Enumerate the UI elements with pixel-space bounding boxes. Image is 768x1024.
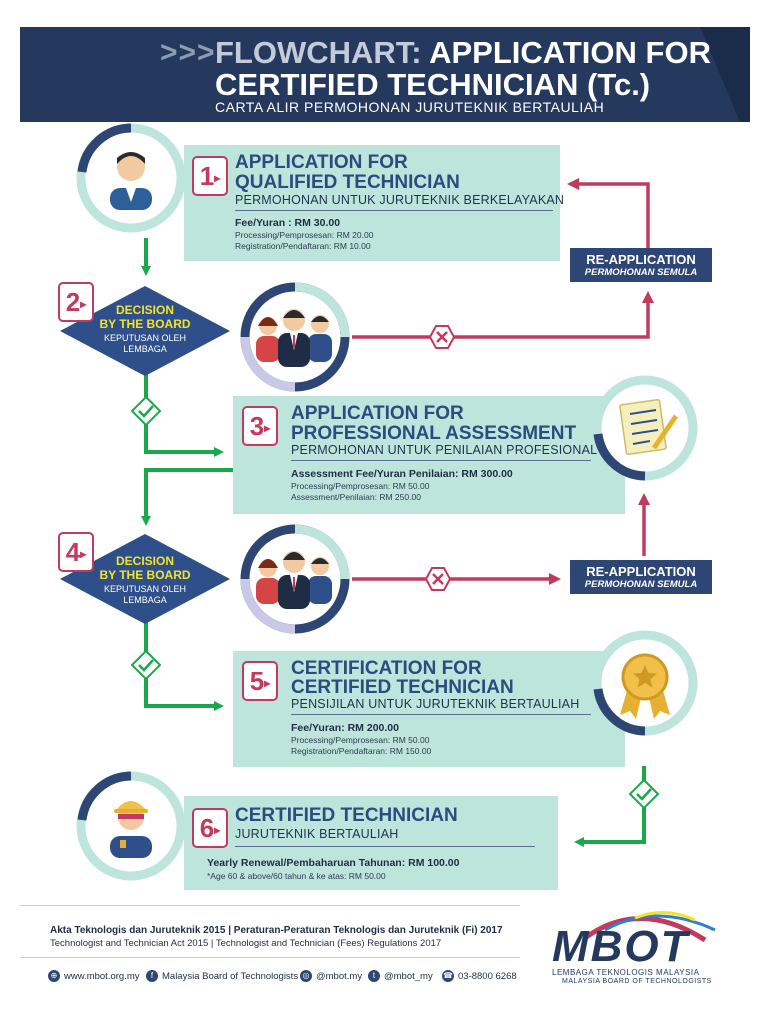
- step-5-card: [233, 651, 625, 767]
- divider: [235, 210, 553, 211]
- footer-phone[interactable]: ☎ 03-8800 6268: [442, 970, 517, 982]
- footer-facebook[interactable]: f Malaysia Board of Technologists: [146, 970, 298, 982]
- phone-icon: ☎: [442, 970, 454, 982]
- decision-2-title-line2: BY THE BOARD: [99, 317, 191, 331]
- header-corner: [700, 27, 750, 122]
- decision-4-number: 4▸: [58, 532, 94, 572]
- facebook-icon: f: [146, 970, 158, 982]
- reject-x-icon: [428, 325, 456, 349]
- reapplication-sub: PERMOHONAN SEMULA: [584, 267, 698, 278]
- mbot-logo-sub1: LEMBAGA TEKNOLOGIS MALAYSIA: [552, 968, 700, 977]
- decision-2-title-line1: DECISION: [115, 303, 174, 317]
- step-3-title-line2: PROFESSIONAL ASSESSMENT: [291, 423, 577, 444]
- decision-2-diamond: [60, 286, 230, 376]
- decision-4-title-line2: BY THE BOARD: [99, 568, 191, 582]
- step-6-number: 6▸: [192, 808, 228, 848]
- decision-4-title-line1: DECISION: [115, 554, 174, 568]
- reapplication-sub: PERMOHONAN SEMULA: [584, 579, 698, 590]
- twitter-icon: t: [368, 970, 380, 982]
- step-6-card: [184, 796, 558, 890]
- arrow-5-to-6: [574, 766, 646, 847]
- facebook-text: Malaysia Board of Technologists: [162, 970, 299, 982]
- header-chevrons: >>>: [160, 36, 216, 69]
- award-medal-icon: [592, 630, 698, 736]
- decision-4-sub-line2: LEMBAGA: [123, 595, 167, 605]
- decision-4-diamond: [60, 534, 230, 624]
- technician-avatar: [76, 771, 184, 881]
- step-6-fee: Yearly Renewal/Pembaharuan Tahunan: RM 1…: [207, 857, 460, 869]
- step-1-card: [184, 145, 560, 261]
- instagram-icon: ◎: [300, 970, 312, 982]
- divider: [291, 714, 591, 715]
- step-3-number: 3▸: [242, 406, 278, 446]
- reapplication-label: RE-APPLICATION: [586, 252, 696, 267]
- footer-twitter[interactable]: t @mbot_my: [368, 970, 433, 982]
- step-1-detail-2: Registration/Pendaftaran: RM 10.00: [235, 241, 371, 251]
- header-title-line2: CERTIFIED TECHNICIAN (Tc.): [215, 67, 651, 102]
- mbot-logo-sub2: MALAYSIA BOARD OF TECHNOLOGISTS: [562, 978, 712, 985]
- arrow-reject-2: [352, 291, 654, 339]
- step-5-number: 5▸: [242, 661, 278, 701]
- reject-x-icon: [424, 567, 452, 591]
- website-text: www.mbot.org.my: [64, 970, 140, 982]
- arrow-3-to-4: [141, 468, 233, 526]
- decision-2-sub-line1: KEPUTUSAN OLEH: [103, 333, 187, 343]
- header-title-line1: FLOWCHART: APPLICATION FOR: [215, 36, 711, 70]
- divider: [291, 460, 591, 461]
- step-5-fee: Fee/Yuran: RM 200.00: [291, 722, 399, 734]
- step-3-card: [233, 396, 625, 514]
- step-1-fee: Fee/Yuran : RM 30.00: [235, 217, 341, 229]
- step-6-detail-1: *Age 60 & above/60 tahun & ke atas: RM 5…: [207, 871, 386, 881]
- check-icon: [130, 395, 162, 427]
- mbot-logo-swoosh: [583, 911, 716, 943]
- decision-4-sub-line1: KEPUTUSAN OLEH: [103, 584, 187, 594]
- footer-act-line: Akta Teknologis dan Juruteknik 2015 | Pe…: [50, 925, 503, 936]
- board-members-icon: [240, 282, 350, 392]
- step-3-detail-1: Processing/Pemprosesan: RM 50.00: [291, 481, 430, 491]
- decision-2-number: 2▸: [58, 282, 94, 322]
- globe-icon: ⊕: [48, 970, 60, 982]
- check-icon: [628, 778, 660, 810]
- header-title-prefix: FLOWCHART:: [215, 35, 422, 70]
- step-3-title-line1: APPLICATION FOR: [291, 403, 464, 424]
- step-5-detail-1: Processing/Pemprosesan: RM 50.00: [291, 735, 430, 745]
- step-6-title: CERTIFIED TECHNICIAN: [235, 805, 458, 826]
- footer-divider: [20, 905, 520, 906]
- step-3-fee: Assessment Fee/Yuran Penilaian: RM 300.0…: [291, 468, 513, 480]
- step-3-detail-2: Assessment/Penilaian: RM 250.00: [291, 492, 421, 502]
- footer-divider: [20, 957, 520, 958]
- reapplication-box-1: RE-APPLICATION PERMOHONAN SEMULA: [570, 248, 712, 282]
- board-members-icon: [240, 524, 350, 634]
- step-3-subtitle: PERMOHONAN UNTUK PENILAIAN PROFESIONAL: [291, 443, 598, 457]
- divider: [235, 846, 535, 847]
- step-1-detail-1: Processing/Pemprosesan: RM 20.00: [235, 230, 374, 240]
- step-5-subtitle: PENSIJILAN UNTUK JURUTEKNIK BERTAULIAH: [291, 697, 580, 711]
- footer-instagram[interactable]: ◎ @mbot.my: [300, 970, 362, 982]
- step-5-detail-2: Registration/Pendaftaran: RM 150.00: [291, 746, 432, 756]
- instagram-text: @mbot.my: [316, 970, 363, 982]
- applicant-avatar: [76, 123, 184, 233]
- twitter-text: @mbot_my: [384, 970, 433, 982]
- step-1-title-line2: QUALIFIED TECHNICIAN: [235, 172, 460, 193]
- arrow-reapply-1: [567, 178, 650, 248]
- step-1-subtitle: PERMOHONAN UNTUK JURUTEKNIK BERKELAYAKAN: [235, 193, 565, 207]
- mbot-logo-text: MBOT: [552, 922, 690, 971]
- decision-2-sub-line2: LEMBAGA: [123, 344, 167, 354]
- step-5-title-line1: CERTIFICATION FOR: [291, 658, 482, 679]
- phone-text: 03-8800 6268: [458, 970, 517, 982]
- step-1-title-line1: APPLICATION FOR: [235, 152, 408, 173]
- header-subtitle: CARTA ALIR PERMOHONAN JURUTEKNIK BERTAUL…: [215, 99, 605, 115]
- document-icon: [592, 375, 698, 481]
- check-icon: [130, 649, 162, 681]
- header-title-rest: APPLICATION FOR: [429, 35, 711, 70]
- header-banner: [20, 27, 750, 122]
- step-1-number: 1▸: [192, 156, 228, 196]
- step-6-subtitle: JURUTEKNIK BERTAULIAH: [235, 827, 399, 841]
- reapplication-label: RE-APPLICATION: [586, 564, 696, 579]
- step-5-title-line2: CERTIFIED TECHNICIAN: [291, 677, 514, 698]
- footer-website[interactable]: ⊕ www.mbot.org.my: [48, 970, 140, 982]
- reapplication-box-2: RE-APPLICATION PERMOHONAN SEMULA: [570, 560, 712, 594]
- footer-act-line-en: Technologist and Technician Act 2015 | T…: [50, 938, 442, 949]
